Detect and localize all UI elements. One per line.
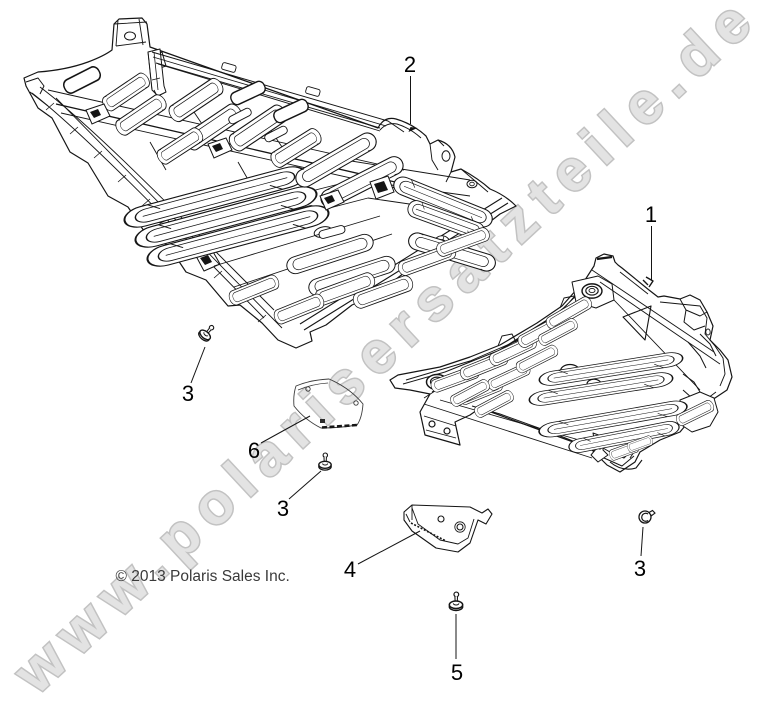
svg-text:3: 3	[634, 556, 646, 581]
svg-text:5: 5	[451, 660, 463, 685]
svg-text:4: 4	[344, 557, 356, 582]
svg-text:2: 2	[404, 52, 416, 77]
svg-text:1: 1	[645, 202, 657, 227]
svg-text:3: 3	[182, 381, 194, 406]
svg-text:© 2013 Polaris Sales Inc.: © 2013 Polaris Sales Inc.	[116, 568, 290, 585]
svg-text:3: 3	[277, 496, 289, 521]
svg-text:6: 6	[248, 438, 260, 463]
